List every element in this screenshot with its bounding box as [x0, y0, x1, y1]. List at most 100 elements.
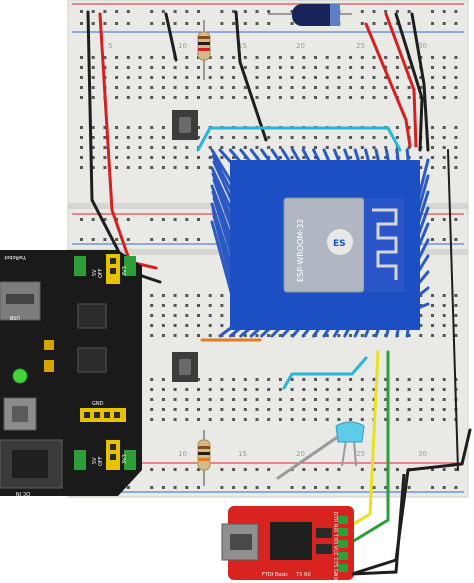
led: [335, 421, 365, 467]
breadboard-hole: [255, 388, 259, 391]
breadboard-hole: [150, 166, 154, 169]
breadboard-hole: [150, 324, 154, 327]
breadboard-hole: [197, 378, 200, 381]
breadboard-hole: [384, 486, 388, 489]
breadboard-hole: [220, 418, 224, 421]
breadboard-hole: [220, 136, 224, 139]
breadboard-hole: [208, 388, 212, 391]
breadboard-hole: [267, 22, 271, 25]
breadboard-hole: [395, 408, 399, 411]
breadboard-hole: [232, 408, 236, 411]
breadboard-hole: [115, 156, 119, 159]
breadboard-hole: [103, 166, 107, 169]
breadboard-hole: [161, 314, 165, 317]
wire-black: [351, 473, 406, 576]
breadboard-hole: [314, 486, 317, 489]
breadboard-hole: [360, 334, 364, 337]
breadboard-hole: [126, 96, 130, 99]
breadboard-hole: [185, 218, 189, 221]
ftdi-pins: DTR RXI TXO VCC CTS GND: [332, 512, 338, 581]
breadboard-hole: [173, 324, 177, 327]
breadboard-hole: [454, 218, 458, 221]
breadboard-hole: [395, 418, 399, 421]
breadboard-hole: [255, 86, 259, 89]
resistor-top: [197, 20, 211, 80]
breadboard-hole: [255, 398, 259, 401]
breadboard-hole: [161, 76, 165, 79]
breadboard-hole: [185, 146, 189, 149]
breadboard-hole: [138, 126, 142, 129]
breadboard-hole: [91, 10, 95, 13]
breadboard-hole: [173, 418, 177, 421]
breadboard-hole: [255, 76, 259, 79]
breadboard-hole: [91, 136, 95, 139]
breadboard-hole: [185, 334, 189, 337]
breadboard-hole: [302, 468, 306, 471]
breadboard-hole: [454, 324, 458, 327]
breadboard-hole: [407, 66, 411, 69]
breadboard-hole: [325, 486, 329, 489]
breadboard-hole: [91, 126, 95, 129]
breadboard-hole: [161, 418, 165, 421]
wire-cyan: [282, 356, 368, 390]
breadboard-hole: [325, 96, 329, 99]
breadboard-hole: [115, 126, 119, 129]
breadboard-hole: [91, 22, 95, 25]
breadboard-hole: [103, 146, 107, 149]
breadboard-hole: [395, 136, 399, 139]
breadboard-hole: [80, 238, 83, 241]
breadboard-hole: [267, 468, 271, 471]
breadboard-hole: [431, 86, 434, 89]
breadboard-hole: [360, 408, 364, 411]
wire-red: [384, 12, 418, 148]
breadboard-hole: [290, 146, 294, 149]
breadboard-hole: [173, 166, 177, 169]
breadboard-hole: [337, 408, 341, 411]
breadboard-hole: [442, 388, 446, 391]
breadboard-hole: [442, 56, 446, 59]
breadboard-hole: [442, 418, 446, 421]
breadboard-hole: [150, 238, 154, 241]
breadboard-hole: [349, 146, 353, 149]
breadboard-hole: [337, 334, 341, 337]
breadboard-hole: [372, 56, 376, 59]
breadboard-hole: [372, 146, 376, 149]
breadboard-hole: [138, 66, 142, 69]
breadboard-hole: [278, 418, 282, 421]
breadboard-hole: [126, 56, 130, 59]
breadboard-hole: [314, 156, 317, 159]
breadboard-hole: [407, 334, 411, 337]
col-number: 25: [356, 42, 365, 50]
breadboard-hole: [431, 324, 434, 327]
breadboard-hole: [173, 86, 177, 89]
ftdi-name: FTDI Basic: [262, 572, 288, 578]
breadboard-hole: [208, 418, 212, 421]
breadboard-hole: [232, 398, 236, 401]
breadboard-hole: [173, 96, 177, 99]
breadboard-hole: [243, 388, 247, 391]
breadboard-hole: [243, 10, 247, 13]
breadboard-hole: [431, 136, 434, 139]
breadboard-hole: [290, 486, 294, 489]
breadboard-hole: [419, 86, 423, 89]
breadboard-hole: [395, 486, 399, 489]
breadboard-hole: [126, 156, 130, 159]
breadboard-hole: [431, 146, 434, 149]
breadboard-hole: [161, 378, 165, 381]
breadboard-hole: [349, 418, 353, 421]
breadboard-hole: [454, 486, 458, 489]
breadboard-hole: [126, 136, 130, 139]
breadboard-hole: [290, 76, 294, 79]
breadboard-hole: [161, 10, 165, 13]
breadboard-hole: [150, 486, 154, 489]
breadboard-hole: [80, 136, 83, 139]
breadboard-hole: [126, 146, 130, 149]
breadboard-hole: [185, 76, 189, 79]
breadboard-hole: [278, 86, 282, 89]
breadboard-hole: [360, 418, 364, 421]
breadboard-hole: [431, 56, 434, 59]
breadboard-hole: [161, 86, 165, 89]
breadboard-hole: [278, 56, 282, 59]
breadboard-hole: [325, 468, 329, 471]
breadboard-hole: [314, 468, 317, 471]
